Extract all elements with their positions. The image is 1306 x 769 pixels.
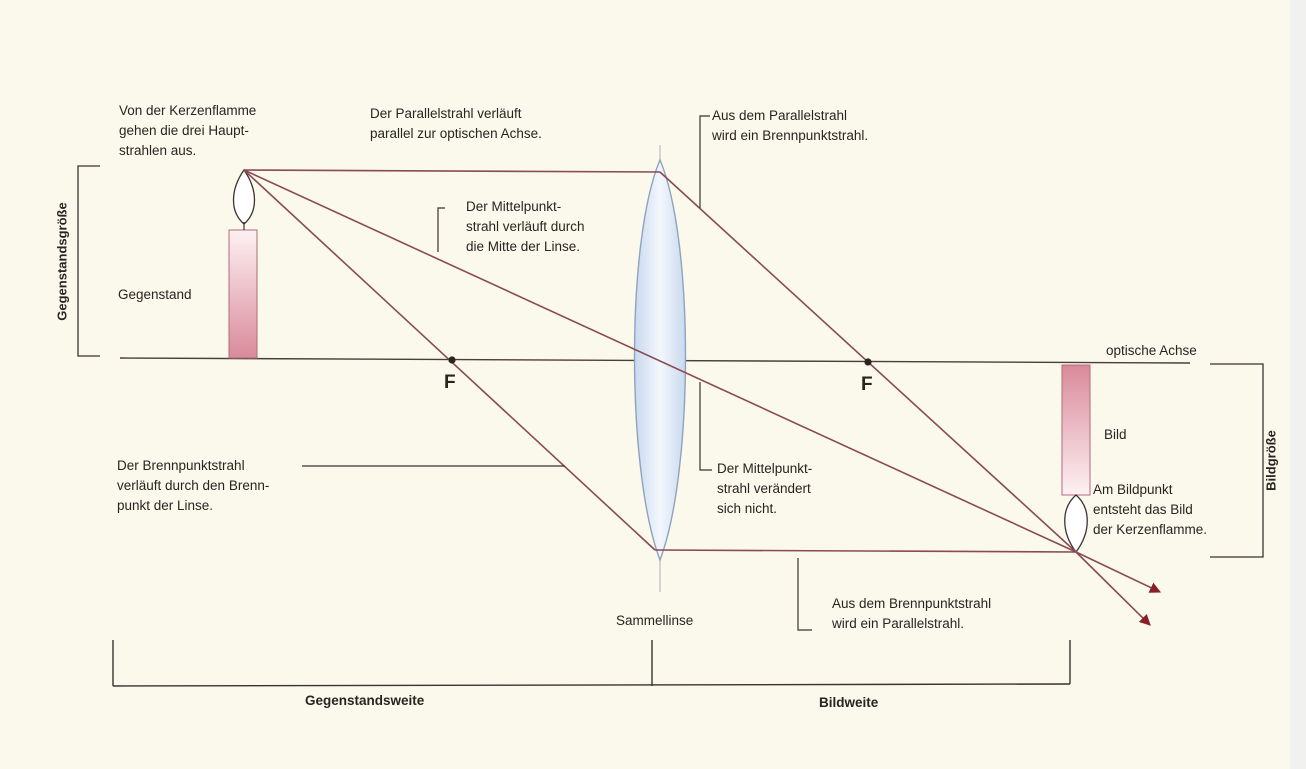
candle-rays-text: Von der Kerzenflamme gehen die drei Haup… <box>119 101 256 161</box>
becomes-focal-ray-text: Aus dem Parallelstrahl wird ein Brennpun… <box>712 106 868 146</box>
image-size-bracket <box>1210 363 1264 558</box>
object-label: Gegenstand <box>118 287 192 302</box>
image-flame <box>1064 494 1088 554</box>
lens-label: Sammellinse <box>616 613 694 628</box>
text-line: die Mitte der Linse. <box>466 239 581 254</box>
focal-label-right: F <box>861 374 873 395</box>
leader-lines <box>302 115 812 631</box>
object-size-bracket <box>77 165 100 357</box>
text-line: Aus dem Brennpunktstrahl <box>832 596 992 611</box>
object-size-label: Gegenstandsgröße <box>54 202 70 321</box>
text-line: strahl verläuft durch <box>466 219 585 234</box>
text-line: parallel zur optischen Achse. <box>370 126 542 141</box>
optical-axis-label: optische Achse <box>1106 343 1197 358</box>
text-line: Der Brennpunktstrahl <box>117 458 245 473</box>
text-line: gehen die drei Haupt- <box>119 123 249 138</box>
text-line: verläuft durch den Brenn- <box>117 478 270 493</box>
text-line: Der Mittelpunkt- <box>717 461 813 476</box>
distance-brackets <box>112 640 1071 687</box>
object-distance-label: Gegenstandsweite <box>305 693 425 708</box>
text-line: der Kerzenflamme. <box>1093 522 1208 537</box>
focal-label-left: F <box>444 372 456 393</box>
becomes-parallel-ray-text: Aus dem Brennpunktstrahl wird ein Parall… <box>832 594 991 634</box>
text-line: punkt der Linse. <box>117 498 214 513</box>
central-ray-text: Der Mittelpunkt- strahl verläuft durch d… <box>466 197 585 257</box>
text-line: Der Mittelpunkt- <box>466 199 562 214</box>
light-rays <box>243 169 1162 626</box>
text-line: sich nicht. <box>717 501 778 516</box>
text-line: strahl verändert <box>717 481 811 496</box>
image-candle <box>1061 364 1091 496</box>
page-edge <box>1290 0 1306 769</box>
image-label: Bild <box>1104 427 1127 442</box>
image-size-label: Bildgröße <box>1263 430 1279 491</box>
focal-point-left <box>448 356 456 364</box>
focal-point-right <box>864 358 872 366</box>
candle-object <box>228 229 258 359</box>
text-line: Aus dem Parallelstrahl <box>712 108 848 123</box>
image-point-text: Am Bildpunkt entsteht das Bild der Kerze… <box>1093 480 1207 540</box>
text-line: Der Parallelstrahl verläuft <box>370 106 522 121</box>
text-line: entsteht das Bild <box>1093 502 1193 517</box>
converging-lens <box>633 158 687 562</box>
text-line: strahlen aus. <box>119 143 197 158</box>
parallel-ray-text: Der Parallelstrahl verläuft parallel zur… <box>370 104 542 144</box>
focal-ray-text: Der Brennpunktstrahl verläuft durch den … <box>117 456 269 516</box>
text-line: Von der Kerzenflamme <box>119 103 257 118</box>
image-distance-label: Bildweite <box>819 695 879 710</box>
text-line: Am Bildpunkt <box>1093 482 1173 497</box>
text-line: wird ein Brennpunktstrahl. <box>712 128 869 143</box>
candle-flame <box>232 168 256 225</box>
central-ray-unchanged-text: Der Mittelpunkt- strahl verändert sich n… <box>717 459 812 519</box>
text-line: wird ein Parallelstrahl. <box>832 616 965 631</box>
